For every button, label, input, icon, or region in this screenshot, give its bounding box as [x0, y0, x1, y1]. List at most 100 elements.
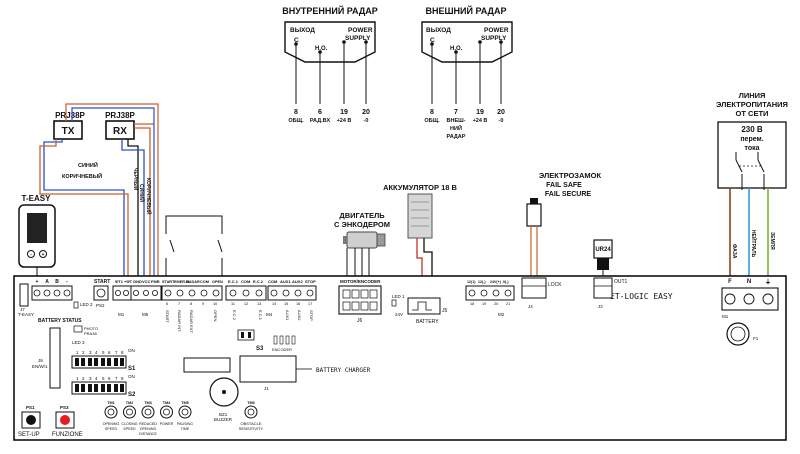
svg-text:8: 8	[190, 302, 192, 306]
control-board: ET-LOGIC EASY J7 T-EASY + A B - LED 2 BA…	[13, 275, 787, 441]
t-easy-display	[27, 213, 47, 243]
svg-text:КОРИЧНЕВЫЙ: КОРИЧНЕВЫЙ	[145, 178, 153, 215]
svg-text:⏚: ⏚	[765, 279, 771, 286]
svg-text:1: 1	[76, 350, 79, 355]
svg-text:J5: J5	[442, 308, 448, 314]
svg-text:18: 18	[470, 302, 474, 306]
svg-text:OPEN: OPEN	[212, 280, 223, 284]
svg-text:OPENING: OPENING	[140, 427, 157, 431]
function-button-ps3[interactable]: PS3 FUNZIONE	[52, 405, 83, 438]
t-easy-keypad: T-EASY - +	[18, 194, 56, 302]
svg-text:3: 3	[89, 376, 92, 381]
svg-text:BZ1: BZ1	[219, 412, 228, 417]
svg-text:J2: J2	[598, 304, 603, 309]
svg-text:19: 19	[476, 109, 484, 116]
svg-text:CLOSING: CLOSING	[121, 422, 137, 426]
svg-text:OBSTACLE: OBSTACLE	[240, 421, 261, 426]
svg-text:10: 10	[213, 302, 217, 306]
board-name: ET-LOGIC EASY	[610, 292, 673, 301]
svg-text:Н.О.: Н.О.	[450, 46, 463, 52]
external-radar-title: ВНЕШНИЙ РАДАР	[426, 5, 507, 16]
svg-text:13: 13	[257, 302, 261, 306]
setup-button-ps1[interactable]: PS1 SET-UP	[18, 405, 41, 438]
svg-text:ЕМЕR.М: ЕМЕR.М	[174, 280, 189, 284]
t-easy-button-minus	[27, 250, 35, 258]
external-radar: ВНЕШНИЙ РАДАР ВЫХОД C Н.О. POWER SUPPLY …	[421, 5, 513, 140]
svg-text:BATTERY CHARGER: BATTERY CHARGER	[316, 367, 371, 374]
svg-text:COM: COM	[241, 279, 251, 284]
svg-text:TM6: TM6	[247, 401, 255, 405]
svg-text:ON: ON	[128, 348, 135, 353]
svg-text:15: 15	[284, 302, 288, 306]
svg-text:12(-): 12(-)	[478, 280, 486, 284]
svg-text:24V: 24V	[395, 312, 403, 317]
svg-text:AUX1: AUX1	[280, 279, 291, 284]
svg-text:20: 20	[494, 302, 498, 306]
svg-text:24V(+): 24V(+)	[490, 280, 502, 284]
svg-text:ВЫХОД: ВЫХОД	[426, 27, 451, 34]
battery-pack	[407, 193, 433, 239]
svg-text:-0: -0	[499, 118, 504, 124]
svg-text:POWER: POWER	[160, 422, 174, 426]
svg-text:OPEN: OPEN	[213, 310, 218, 321]
svg-text:RADAR INT.: RADAR INT.	[177, 310, 182, 332]
svg-text:OPENING: OPENING	[103, 422, 120, 426]
svg-text:20: 20	[362, 109, 370, 116]
svg-text:С ЭНКОДЕРОМ: С ЭНКОДЕРОМ	[334, 220, 390, 229]
svg-text:6: 6	[166, 302, 168, 306]
svg-text:START: START	[165, 310, 170, 323]
svg-text:M1: M1	[118, 312, 125, 317]
svg-text:BUZZER: BUZZER	[214, 417, 233, 422]
svg-text:5: 5	[102, 350, 105, 355]
svg-text:TM2: TM2	[126, 401, 134, 405]
dip-switch-s2[interactable]: 1 2 3 4 5 6 7 8 ON S2	[71, 374, 136, 398]
svg-text:7: 7	[178, 302, 180, 306]
svg-text:FUNZIONE: FUNZIONE	[52, 432, 83, 438]
motor-encoder: ДВИГАТЕЛЬ С ЭНКОДЕРОМ	[334, 211, 390, 278]
svg-text:+: +	[42, 252, 45, 258]
svg-text:T-EASY: T-EASY	[18, 312, 34, 317]
battery-charger-j1	[239, 355, 297, 383]
svg-text:F1: F1	[753, 336, 759, 341]
connector-j8	[49, 327, 61, 389]
svg-text:TX: TX	[62, 126, 75, 137]
svg-text:+: +	[36, 279, 39, 285]
svg-text:ENCODER: ENCODER	[272, 347, 292, 352]
svg-text:ЗЕМЛЯ: ЗЕМЛЯ	[769, 232, 775, 250]
svg-text:TM3: TM3	[144, 401, 152, 405]
dip-switch-s3[interactable]: S3	[237, 329, 264, 352]
svg-text:START: START	[94, 279, 110, 285]
dip-switch-s1[interactable]: 1 2 3 4 5 6 7 8 ON S1	[71, 348, 136, 372]
svg-text:PRJ38P: PRJ38P	[55, 111, 85, 120]
svg-text:SPEED: SPEED	[105, 427, 118, 431]
svg-text:ЛИНИЯ: ЛИНИЯ	[739, 91, 766, 100]
svg-text:16: 16	[296, 302, 300, 306]
svg-text:E.C.1: E.C.1	[258, 310, 263, 321]
svg-text:EN/W/1: EN/W/1	[32, 364, 48, 369]
svg-text:6: 6	[108, 350, 111, 355]
door-contacts	[165, 215, 223, 284]
svg-text:RADAR: RADAR	[186, 280, 200, 284]
svg-text:COM: COM	[268, 279, 278, 284]
internal-radar-c: C	[294, 37, 299, 44]
svg-text:C: C	[430, 37, 435, 44]
svg-text:PRJ38P: PRJ38P	[105, 111, 135, 120]
t-easy-button-plus	[39, 250, 47, 258]
svg-text:3: 3	[89, 350, 92, 355]
svg-text:AUX2: AUX2	[297, 310, 302, 321]
internal-radar-body	[284, 21, 376, 63]
trimmer-tm6[interactable]: TM6 OBSTACLE SENSITIVITY	[239, 401, 264, 431]
svg-text:9: 9	[202, 302, 204, 306]
svg-text:AUX2: AUX2	[292, 279, 303, 284]
svg-text:19: 19	[482, 302, 486, 306]
svg-text:PHOTO: PHOTO	[84, 326, 98, 331]
svg-text:PRA38: PRA38	[84, 331, 97, 336]
terminal-block-d: COM AUX1 AUX2 STOP 14 15 16 17 AUX1 AUX2…	[266, 279, 317, 321]
